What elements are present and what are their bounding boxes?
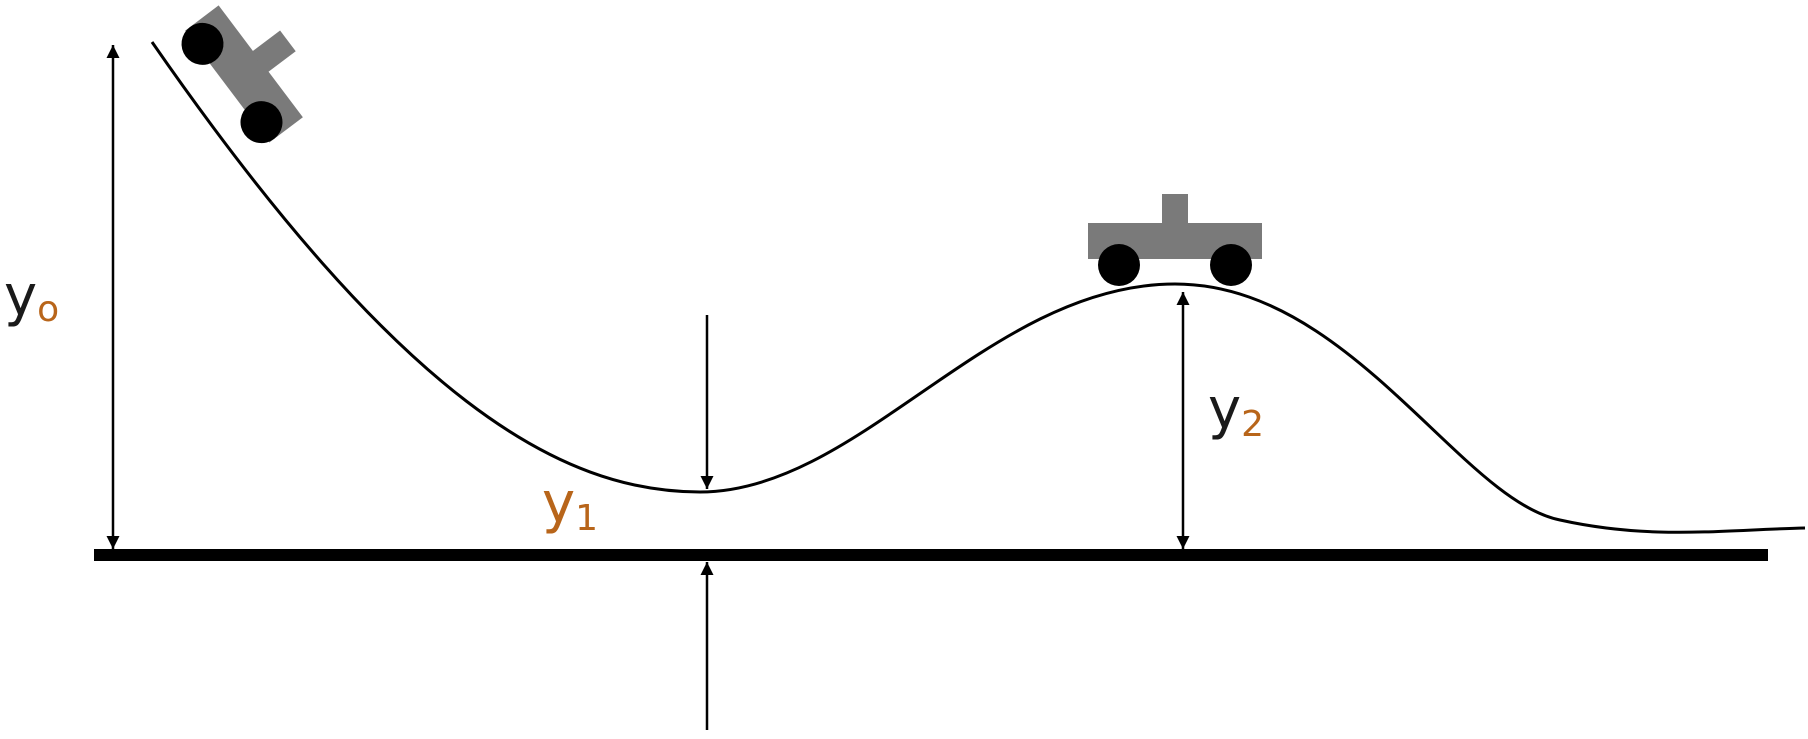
cart-wheel-right: [1210, 244, 1252, 286]
y0-subscript: o: [37, 289, 59, 330]
y1-subscript: 1: [575, 498, 598, 539]
y2-label: y2: [1208, 377, 1264, 445]
cart-wheel-rear: [240, 101, 283, 144]
y0-letter: y: [4, 264, 37, 329]
cart-on-hill: [1088, 194, 1262, 286]
cart-wheel-left: [1098, 244, 1140, 286]
y2-letter: y: [1208, 377, 1241, 442]
track-curve: [150, 41, 1806, 534]
cart-on-slope: [181, 5, 303, 144]
cart-wheel-front: [181, 22, 224, 65]
cart-seat: [1162, 194, 1188, 225]
cart-seat: [251, 30, 296, 73]
y1-letter: y: [542, 471, 575, 536]
y2-subscript: 2: [1241, 404, 1264, 445]
y1-label: y1: [542, 471, 598, 539]
y0-label: yo: [4, 264, 59, 330]
